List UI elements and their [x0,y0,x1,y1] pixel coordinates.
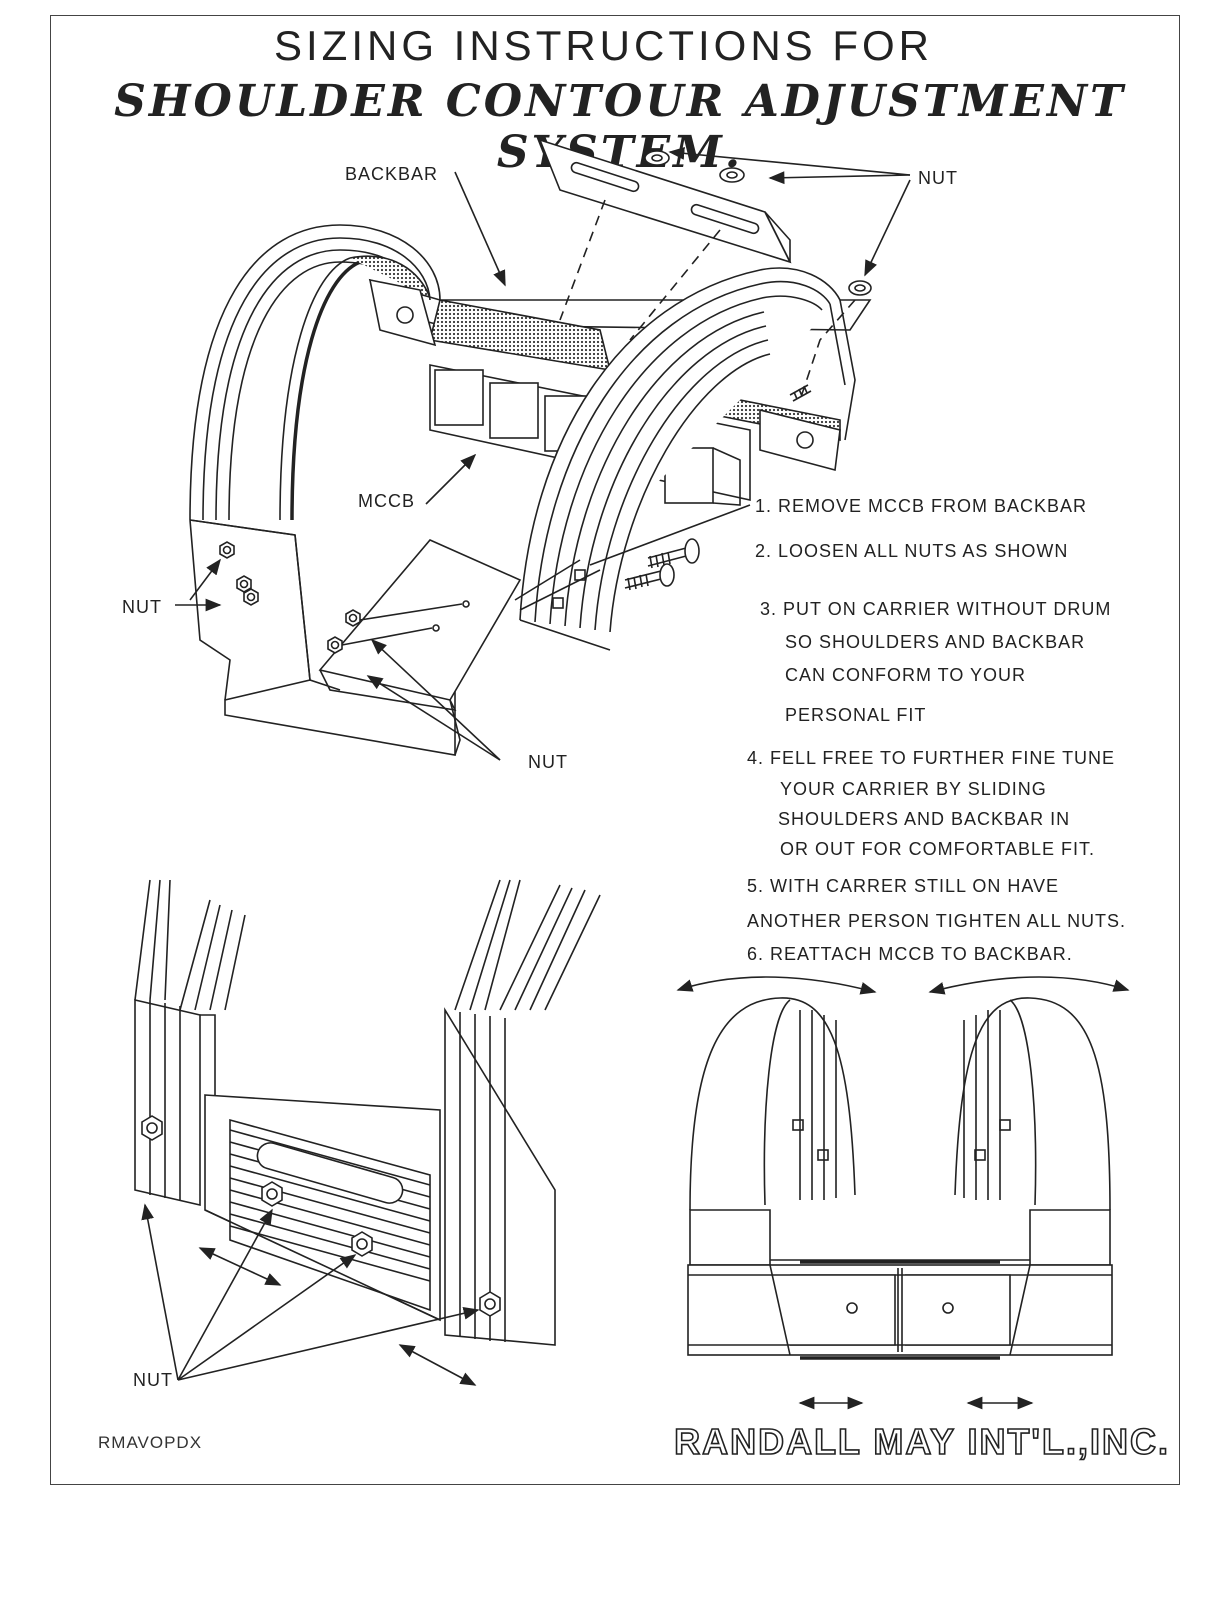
nut-icon [141,1115,163,1141]
step-line-3b: SO SHOULDERS AND BACKBAR [785,632,1086,652]
nut-icon [351,1231,373,1257]
nut-icon [219,541,235,559]
step-line-2: 2. LOOSEN ALL NUTS AS SHOWN [755,541,1069,561]
double-arrow-icon [928,976,1130,995]
center-hinge-plate [318,539,522,756]
page-border [50,15,1180,1485]
closeup-right-strap [444,879,601,1346]
step-line-3c: CAN CONFORM TO YOUR [785,665,1027,685]
bolt-icon [789,384,812,402]
front-backbar [687,1209,1113,1360]
step-line-4b: YOUR CARRIER BY SLIDING [780,779,1047,799]
step-line-3d: PERSONAL FIT [785,705,927,725]
step-line-5b: ANOTHER PERSON TIGHTEN ALL NUTS. [747,911,1127,931]
step-line-4d: OR OUT FOR COMFORTABLE FIT. [780,839,1096,859]
document-code: RMAVOPDX [98,1433,203,1452]
nut-icon [261,1181,283,1207]
left-shoulder-bracket [189,519,456,756]
nut-icon [848,280,872,296]
closeup-left-strap [134,879,246,1207]
company-logo: RANDALL MAY INT'L.,INC. [673,1420,1170,1463]
step-line-4: 4. FELL FREE TO FURTHER FINE TUNE [747,748,1116,768]
label-mccb: MCCB [358,491,415,511]
nut-icon [345,609,361,627]
step-line-5: 5. WITH CARRER STILL ON HAVE [747,876,1060,896]
double-arrow-icon [398,1344,477,1386]
step-line-6: 6. REATTACH MCCB TO BACKBAR. [747,944,1073,964]
left-shoulder-strap [189,224,441,536]
step-line-1: 1. REMOVE MCCB FROM BACKBAR [755,496,1088,516]
right-shoulder-strap [519,267,856,651]
closeup-backbar [204,1094,441,1322]
label-nut-mid: NUT [528,752,568,772]
double-arrow-icon [676,976,877,995]
bolt-icon [647,538,700,569]
bolt-icon [624,563,675,591]
step-line-4c: SHOULDERS AND BACKBAR IN [778,809,1071,829]
backbar-top-plate [538,138,792,264]
title-line-1: SIZING INSTRUCTIONS FOR [274,22,933,69]
front-left-strap [689,997,856,1211]
nut-icon [243,588,259,606]
nut-icon [479,1291,501,1317]
exploded-view [175,138,911,761]
label-backbar: BACKBAR [345,164,439,184]
backbar-mesh [368,278,872,472]
front-view [676,976,1130,1410]
nut-icon [719,167,745,183]
step-line-3: 3. PUT ON CARRIER WITHOUT DRUM [760,599,1112,619]
nut-icon [327,636,343,654]
label-nut-left: NUT [122,597,162,617]
title-line-2: SHOULDER CONTOUR ADJUSTMENT SYSTEM. [114,76,1126,178]
closeup-view [134,879,601,1386]
label-nut-bottom: NUT [133,1370,173,1390]
nut-icon [236,575,252,593]
label-nut-top: NUT [918,168,958,188]
front-right-strap [954,997,1111,1211]
nut-icon [644,150,670,166]
